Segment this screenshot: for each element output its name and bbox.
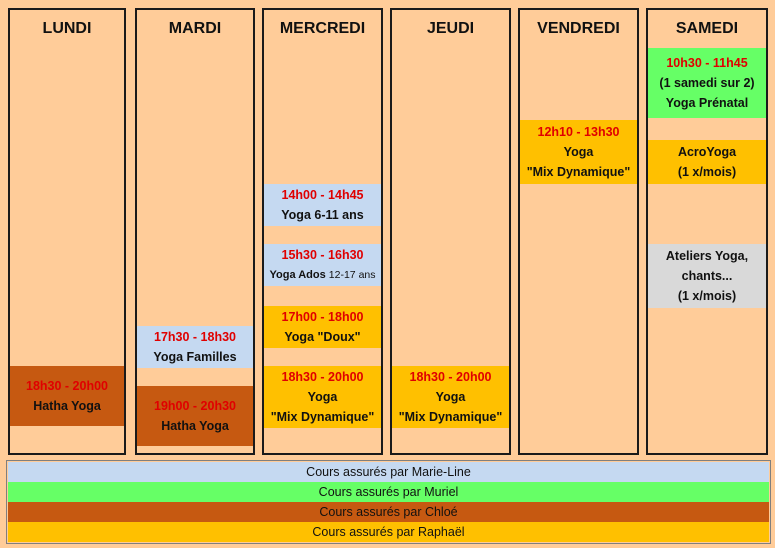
class-name: Yoga xyxy=(435,390,466,404)
class-name: Hatha Yoga xyxy=(33,399,101,413)
class-age: 12-17 ans xyxy=(328,269,376,281)
class-lundi-hatha-yoga[interactable]: 18h30 - 20h00 Hatha Yoga xyxy=(10,366,124,426)
class-name: Yoga xyxy=(563,145,594,159)
class-name: Ateliers Yoga, xyxy=(665,249,749,263)
class-subtitle: chants... xyxy=(681,269,733,283)
class-time: 18h30 - 20h00 xyxy=(26,379,108,393)
class-mardi-hatha-yoga[interactable]: 19h00 - 20h30 Hatha Yoga xyxy=(137,386,253,446)
class-name: Yoga Prénatal xyxy=(665,96,749,110)
class-time: 12h10 - 13h30 xyxy=(537,125,620,139)
day-header-samedi: SAMEDI xyxy=(675,20,739,37)
class-name: Yoga xyxy=(307,390,338,404)
legend-raphael: Cours assurés par Raphaël xyxy=(8,522,769,542)
day-header-lundi: LUNDI xyxy=(42,20,92,37)
legend-muriel: Cours assurés par Muriel xyxy=(8,482,769,502)
class-subtitle: "Mix Dynamique" xyxy=(526,165,631,179)
class-time: 19h00 - 20h30 xyxy=(154,399,236,413)
column-jeudi: JEUDI 18h30 - 20h00 Yoga "Mix Dynamique" xyxy=(390,8,511,455)
class-name-row: Yoga Ados 12-17 ans xyxy=(270,265,376,285)
legend-frame xyxy=(6,460,771,544)
day-header-jeudi: JEUDI xyxy=(426,20,475,37)
class-time: 10h30 - 11h45 xyxy=(666,56,748,70)
class-samedi-yoga-prenatal[interactable]: 10h30 - 11h45 (1 samedi sur 2) Yoga Prén… xyxy=(648,48,766,118)
class-name: Hatha Yoga xyxy=(161,419,229,433)
column-samedi: SAMEDI 10h30 - 11h45 (1 samedi sur 2) Yo… xyxy=(646,8,768,455)
class-subtitle: "Mix Dynamique" xyxy=(270,410,375,424)
class-samedi-ateliers[interactable]: Ateliers Yoga, chants... (1 x/mois) xyxy=(648,244,766,308)
class-name: AcroYoga xyxy=(677,145,737,159)
day-header-mercredi: MERCREDI xyxy=(279,20,366,37)
column-mardi: MARDI 17h30 - 18h30 Yoga Familles 19h00 … xyxy=(135,8,255,455)
class-time: 18h30 - 20h00 xyxy=(409,370,492,384)
class-name: Yoga Familles xyxy=(153,350,237,364)
class-name: Yoga Ados xyxy=(269,269,326,281)
class-note: (1 samedi sur 2) xyxy=(659,76,755,90)
class-vendredi-mix-dynamique[interactable]: 12h10 - 13h30 Yoga "Mix Dynamique" xyxy=(520,120,637,184)
class-name: Yoga 6-11 ans xyxy=(281,208,364,222)
class-mercredi-yoga-doux[interactable]: 17h00 - 18h00 Yoga "Doux" xyxy=(264,306,381,348)
class-time: 14h00 - 14h45 xyxy=(281,188,364,202)
class-note: (1 x/mois) xyxy=(677,165,737,179)
class-time: 15h30 - 16h30 xyxy=(281,248,364,262)
column-lundi: LUNDI 18h30 - 20h00 Hatha Yoga xyxy=(8,8,126,455)
class-mercredi-yoga-6-11[interactable]: 14h00 - 14h45 Yoga 6-11 ans xyxy=(264,184,381,226)
class-samedi-acroyoga[interactable]: AcroYoga (1 x/mois) xyxy=(648,140,766,184)
legend-chloe: Cours assurés par Chloé xyxy=(8,502,769,522)
class-time: 17h30 - 18h30 xyxy=(154,330,236,344)
class-name: Yoga "Doux" xyxy=(284,330,361,344)
class-time: 18h30 - 20h00 xyxy=(281,370,364,384)
day-header-mardi: MARDI xyxy=(168,20,222,37)
legend-marie-line: Cours assurés par Marie-Line xyxy=(8,462,769,482)
class-mercredi-yoga-ados[interactable]: 15h30 - 16h30 Yoga Ados 12-17 ans xyxy=(264,244,381,286)
class-mardi-yoga-familles[interactable]: 17h30 - 18h30 Yoga Familles xyxy=(137,326,253,368)
column-mercredi: MERCREDI 14h00 - 14h45 Yoga 6-11 ans 15h… xyxy=(262,8,383,455)
class-subtitle: "Mix Dynamique" xyxy=(398,410,503,424)
class-note: (1 x/mois) xyxy=(677,289,737,303)
class-time: 17h00 - 18h00 xyxy=(281,310,364,324)
class-mercredi-mix-dynamique[interactable]: 18h30 - 20h00 Yoga "Mix Dynamique" xyxy=(264,366,381,428)
day-header-vendredi: VENDREDI xyxy=(537,20,620,37)
class-jeudi-mix-dynamique[interactable]: 18h30 - 20h00 Yoga "Mix Dynamique" xyxy=(392,366,509,428)
column-vendredi: VENDREDI 12h10 - 13h30 Yoga "Mix Dynamiq… xyxy=(518,8,639,455)
